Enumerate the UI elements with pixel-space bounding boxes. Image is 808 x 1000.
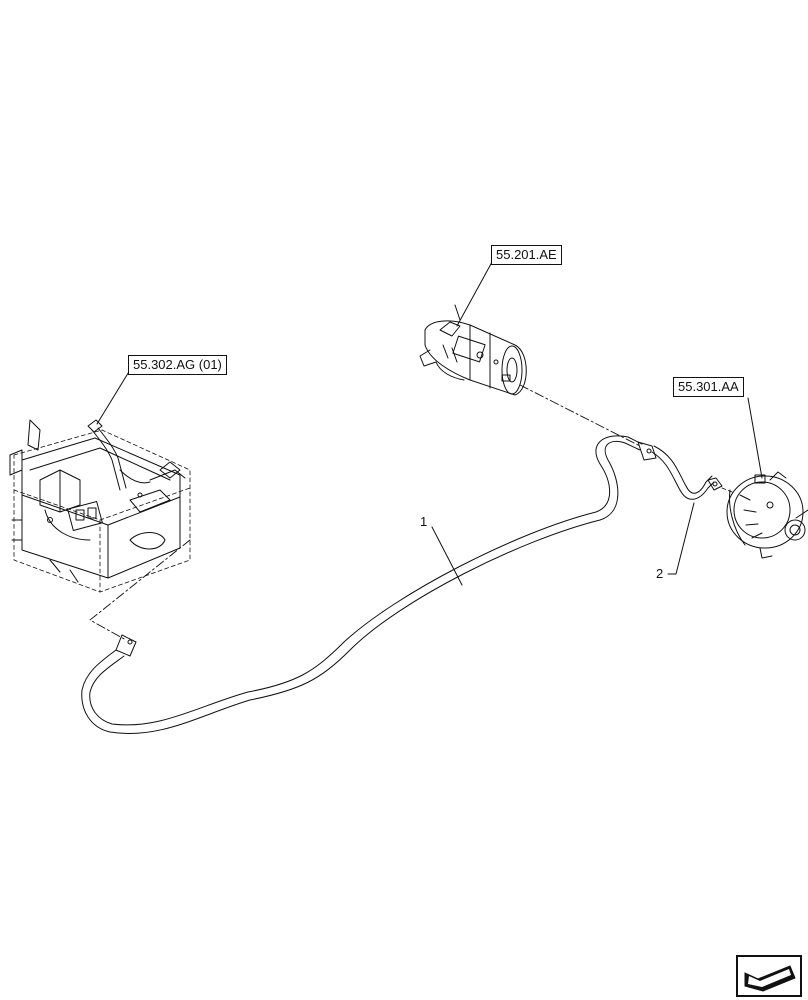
callout-1: 1 — [420, 514, 428, 529]
starter-motor — [419, 304, 527, 396]
ref-leader-starter — [456, 261, 493, 327]
ref-leader-alternator — [747, 397, 763, 479]
battery-disconnect-assembly — [9, 419, 191, 593]
ref-label-left-assembly[interactable]: 55.302.AG (01) — [128, 355, 227, 375]
ground-cable — [81, 435, 657, 735]
callout-2: 2 — [656, 566, 664, 581]
callout-2-leader — [667, 502, 695, 575]
alternator — [726, 471, 808, 559]
dashed-link-starter — [519, 384, 641, 447]
callout-1-leader — [431, 526, 463, 586]
ref-leader-left — [96, 369, 131, 425]
next-page-arrow-icon[interactable] — [736, 955, 802, 997]
dashed-link-left — [89, 539, 191, 641]
ref-label-alternator[interactable]: 55.301.AA — [673, 377, 744, 397]
ref-label-starter[interactable]: 55.201.AE — [491, 245, 562, 265]
alternator-cable — [651, 445, 723, 500]
